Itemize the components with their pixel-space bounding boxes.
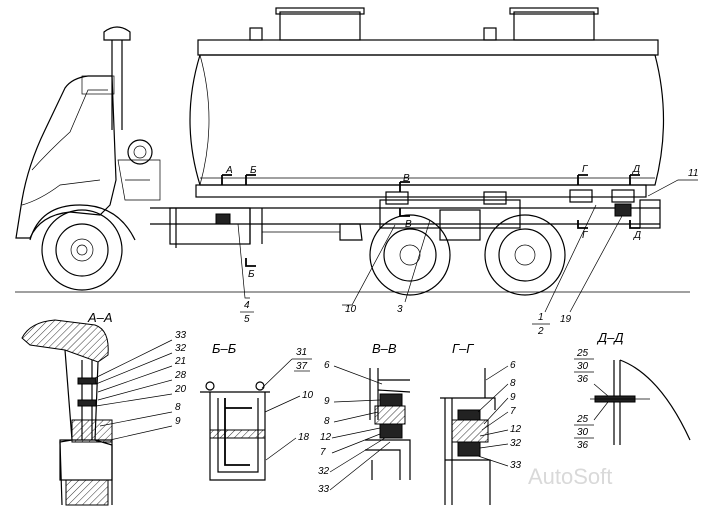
svg-text:12: 12 [510, 424, 522, 435]
section-vv-title: В–В [372, 341, 397, 356]
marker-a: А [225, 165, 233, 176]
svg-text:9: 9 [175, 416, 181, 427]
svg-text:32: 32 [175, 343, 187, 354]
air-intake-cap [103, 26, 131, 41]
svg-text:36: 36 [577, 374, 589, 385]
part-19 [614, 203, 632, 217]
cab-body [15, 75, 117, 239]
svg-text:10: 10 [302, 390, 314, 401]
callout-4: 4 [244, 300, 250, 311]
marker-b2: Б [248, 269, 255, 280]
svg-text:32: 32 [510, 438, 522, 449]
callout-11: 11 [688, 168, 698, 179]
section-dd-title: Д–Д [596, 330, 624, 345]
rear-wheel-2 [484, 214, 566, 296]
svg-text:8: 8 [510, 378, 516, 389]
svg-text:8: 8 [324, 416, 330, 427]
valve [339, 223, 363, 241]
marker-g2: Г [582, 230, 589, 241]
truck-side-view: А Б Б В В Г Г Д Д 11 4 5 10 [15, 7, 698, 337]
section-bb-labels: 31 37 10 18 [261, 347, 314, 461]
svg-text:7: 7 [510, 406, 516, 417]
manhole-front [279, 11, 361, 41]
svg-text:30: 30 [577, 427, 589, 438]
front-wheel [29, 204, 136, 291]
svg-text:9: 9 [324, 396, 330, 407]
marker-g: Г [582, 164, 589, 175]
callout-10: 10 [345, 304, 357, 315]
rear-wheel-1 [369, 214, 451, 296]
main-callouts: 11 4 5 10 3 1 2 19 [237, 168, 698, 337]
svg-text:28: 28 [174, 370, 187, 381]
svg-text:21: 21 [174, 356, 186, 367]
svg-text:7: 7 [320, 447, 326, 458]
engine-block [117, 159, 161, 201]
cab-window [31, 89, 108, 171]
svg-text:33: 33 [175, 330, 187, 341]
rear-bumper [639, 199, 661, 229]
marker-d2: Д [633, 230, 641, 241]
marker-v2: В [405, 219, 412, 230]
callout-3: 3 [397, 304, 403, 315]
marker-d: Д [632, 164, 640, 175]
svg-text:33: 33 [510, 460, 522, 471]
svg-text:33: 33 [318, 484, 330, 495]
section-vv-labels: 6 9 8 12 7 32 33 [318, 360, 391, 495]
section-aa-labels: 33 32 21 28 20 8 9 [94, 330, 187, 441]
air-filter [127, 139, 153, 165]
svg-text:6: 6 [510, 360, 516, 371]
spring-suspension [439, 209, 481, 241]
cab-line [21, 179, 101, 206]
watermark-text: AutoSoft [528, 464, 612, 489]
svg-text:31: 31 [296, 347, 307, 358]
callout-2: 2 [537, 326, 544, 337]
manhole-rear [513, 11, 595, 41]
section-bb-title: Б–Б [212, 341, 237, 356]
section-gg-title: Г–Г [452, 341, 474, 356]
section-bb: Б–Б 31 37 10 18 [200, 341, 314, 481]
callout-19: 19 [560, 314, 572, 325]
svg-text:37: 37 [296, 361, 308, 372]
section-aa: А–А 33 32 21 28 20 8 9 [21, 310, 187, 506]
svg-text:32: 32 [318, 466, 330, 477]
callout-5: 5 [244, 314, 250, 325]
air-intake-pipe [111, 40, 123, 130]
svg-text:30: 30 [577, 361, 589, 372]
svg-text:20: 20 [174, 384, 187, 395]
section-gg: Г–Г 6 8 9 7 12 32 33 [440, 341, 522, 505]
section-dd-labels: 25 30 36 25 30 36 [574, 348, 609, 451]
svg-text:25: 25 [576, 348, 589, 359]
svg-text:6: 6 [324, 360, 330, 371]
tank [189, 7, 665, 205]
marker-v: В [403, 173, 410, 184]
cab-roof-box [81, 75, 115, 95]
svg-text:8: 8 [175, 402, 181, 413]
svg-text:25: 25 [576, 414, 589, 425]
svg-text:36: 36 [577, 440, 589, 451]
callout-1: 1 [538, 312, 544, 323]
mid-bracket-assembly [379, 199, 521, 229]
svg-text:18: 18 [298, 432, 310, 443]
section-markers: А Б Б В В Г Г Д Д [221, 164, 641, 280]
section-aa-title: А–А [87, 310, 113, 325]
tank-subframe [195, 184, 647, 198]
section-gg-labels: 6 8 9 7 12 32 33 [477, 360, 522, 471]
section-dd: Д–Д 25 30 36 25 30 36 [574, 330, 691, 451]
svg-text:12: 12 [320, 432, 332, 443]
marker-b: Б [250, 165, 257, 176]
section-vv: В–В 6 9 8 12 7 32 33 [318, 341, 411, 495]
svg-text:9: 9 [510, 392, 516, 403]
